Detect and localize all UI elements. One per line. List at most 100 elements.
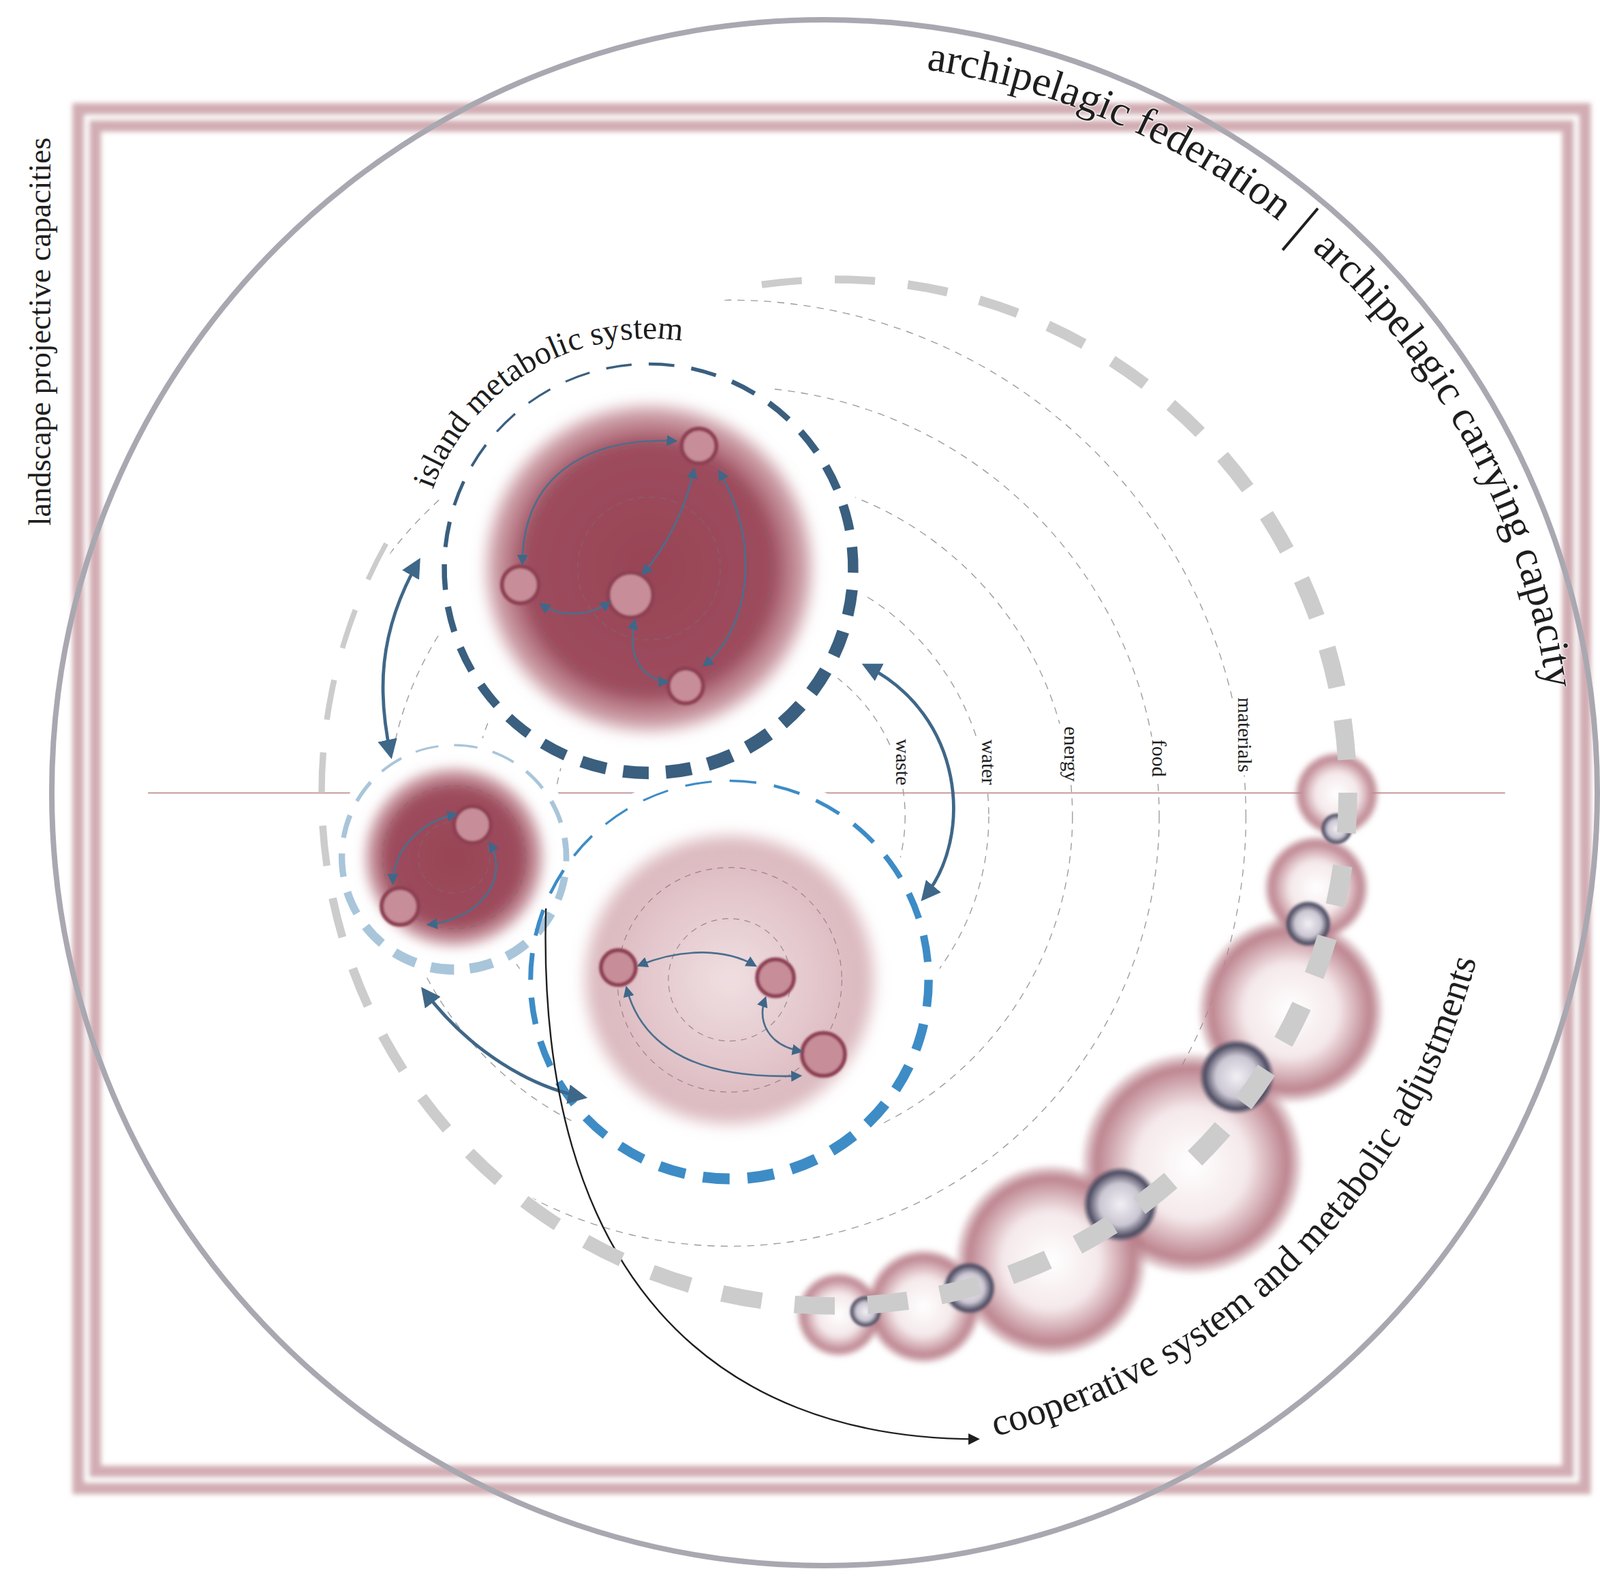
- path-shape: [703, 471, 746, 666]
- ring-dash: [453, 744, 478, 748]
- ring-dash: [496, 413, 516, 432]
- ring-dash: [747, 733, 770, 748]
- ring-dash: [322, 825, 328, 866]
- ring-dash: [459, 647, 472, 671]
- ring-dash: [524, 1201, 557, 1225]
- ring-dash: [811, 670, 826, 692]
- ring-dash: [586, 1116, 606, 1136]
- ring-dash: [469, 1152, 499, 1181]
- ring-dash: [415, 746, 439, 752]
- ring-dash: [620, 1145, 644, 1159]
- island-heading: island metabolic system: [402, 305, 703, 518]
- ring-dash: [791, 1159, 816, 1170]
- ring-dash: [471, 444, 486, 467]
- exchange-arrows: [382, 561, 954, 1098]
- ring-dash: [526, 771, 543, 789]
- ring-dash: [1301, 579, 1317, 617]
- ring-dash: [652, 1272, 691, 1286]
- ring-dash: [940, 1285, 980, 1295]
- flow-label: materials: [1233, 694, 1258, 775]
- arc-letter: e: [642, 311, 658, 345]
- ring-dash: [853, 823, 874, 843]
- circle-shape: [668, 668, 704, 704]
- ring-dash: [915, 1023, 924, 1050]
- island-halos: [331, 350, 940, 1190]
- ring-dash: [665, 767, 691, 773]
- ring-dash: [1335, 865, 1344, 905]
- circle-shape: [576, 826, 883, 1133]
- internal-flows: [393, 440, 802, 1076]
- rect-shape: [86, 117, 1577, 1480]
- ring-dash: [365, 926, 383, 944]
- ring-dash: [1314, 936, 1328, 976]
- path-shape: [762, 997, 801, 1051]
- island-system: island metabolic system: [444, 363, 854, 773]
- ring-dash: [469, 962, 492, 969]
- separator-bar: [1282, 208, 1318, 251]
- federation-heading: archipelagic federation: [893, 28, 1314, 257]
- dashed-ring: [321, 279, 1348, 1306]
- ring-dash: [540, 1041, 551, 1066]
- ring-dash: [565, 372, 590, 382]
- arc-letter: m: [656, 311, 686, 347]
- ring-dash: [447, 606, 454, 632]
- ring-dash: [543, 743, 566, 756]
- ring-dash: [357, 782, 371, 802]
- ring-dash: [394, 952, 416, 963]
- circle-shape: [802, 1032, 845, 1076]
- circle-shape: [757, 959, 794, 997]
- circle-shape: [299, 387, 1160, 1247]
- flow-label: food: [1146, 736, 1171, 780]
- sub-systems: [381, 428, 845, 1076]
- ring-dash: [367, 543, 387, 580]
- ring-dash: [1327, 648, 1337, 687]
- path-shape: [541, 601, 610, 614]
- ring-dash: [722, 1293, 762, 1301]
- ring-dash: [731, 381, 755, 394]
- ring-dash: [979, 300, 1018, 314]
- federation-outline: [51, 19, 1598, 1566]
- ring-dash: [1342, 719, 1347, 760]
- ring-dash: [321, 752, 323, 793]
- dashed-ring: [444, 363, 854, 773]
- ring-dash: [445, 521, 450, 547]
- path-shape: [638, 951, 756, 965]
- arc-letter: s: [618, 311, 634, 346]
- ring-dash: [800, 431, 817, 452]
- path-shape: [423, 989, 584, 1097]
- ring-dash: [352, 968, 368, 1006]
- ring-dash: [867, 1300, 908, 1305]
- circle-shape: [360, 763, 549, 952]
- ring-dash: [782, 705, 801, 723]
- ring-dash: [551, 800, 561, 822]
- federation-circle: island metabolic systemcooperative syste…: [51, 19, 1598, 1566]
- ring-dash: [794, 1304, 835, 1306]
- path-shape: [865, 665, 955, 898]
- ring-dash: [535, 909, 544, 936]
- cooperation-arrow: [545, 908, 978, 1440]
- cooperative-chain: [795, 750, 1385, 1365]
- ring-dash: [421, 1097, 448, 1129]
- ring-dash: [831, 1135, 854, 1151]
- ring-dash: [729, 780, 757, 783]
- path-shape: [393, 814, 457, 883]
- circle-shape: [477, 396, 821, 740]
- path-shape: [428, 842, 497, 925]
- ring-dash: [332, 898, 343, 937]
- path-shape: [626, 988, 800, 1076]
- ring-dash: [1139, 1180, 1171, 1206]
- ring-dash: [1010, 1259, 1049, 1275]
- circle-shape: [1199, 1038, 1275, 1115]
- ring-dash: [1112, 361, 1145, 385]
- path-shape: [522, 440, 676, 563]
- ring-dash: [382, 1035, 404, 1070]
- ring-dash: [702, 1176, 730, 1179]
- ring-dash: [1243, 1069, 1267, 1103]
- ring-dash: [509, 717, 529, 734]
- ring-dash: [685, 781, 713, 786]
- ring-dash: [327, 680, 335, 720]
- path-shape: [642, 469, 694, 574]
- circle-shape: [795, 1271, 882, 1358]
- ring-dash: [1077, 1223, 1113, 1245]
- ring-dash: [825, 466, 838, 490]
